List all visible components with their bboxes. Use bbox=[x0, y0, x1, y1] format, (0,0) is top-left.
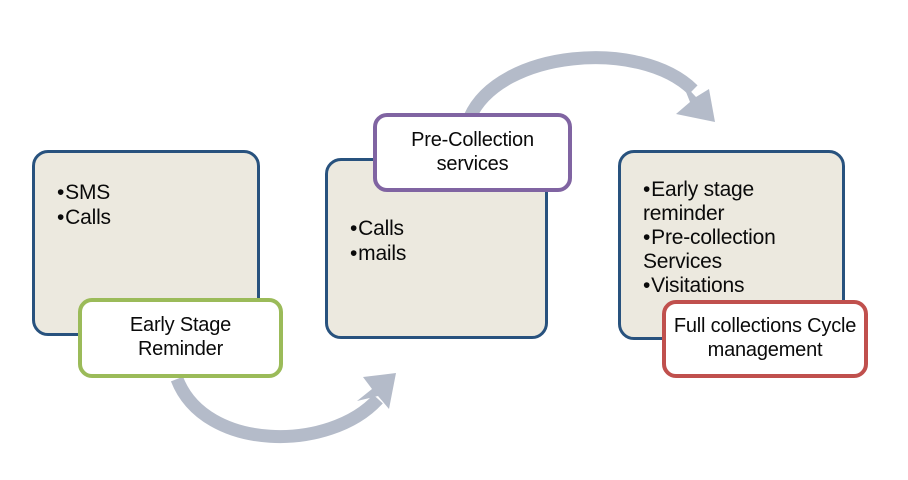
stage-2-list: Calls mails bbox=[350, 217, 545, 265]
stage-3-item-1: Early stage reminder bbox=[643, 178, 842, 225]
callout-pre-collection-services-label: Pre-Collection services bbox=[411, 128, 534, 175]
stage-2-item-1: Calls bbox=[350, 217, 545, 241]
callout-pre-collection-services[interactable]: Pre-Collection services bbox=[373, 113, 572, 192]
stage-3-item-2: Pre-collection Services bbox=[643, 226, 842, 273]
stage-1-item-2: Calls bbox=[57, 206, 257, 230]
callout-full-collections-cycle-label: Full collections Cycle management bbox=[673, 315, 857, 361]
arrow-stage1-to-stage2 bbox=[170, 373, 396, 444]
callout-full-collections-cycle[interactable]: Full collections Cycle management bbox=[662, 300, 868, 378]
callout-early-stage-reminder[interactable]: Early Stage Reminder bbox=[78, 298, 283, 378]
stage-1-item-1: SMS bbox=[57, 181, 257, 205]
stage-1-list: SMS Calls bbox=[57, 181, 257, 229]
stage-3-item-3: Visitations bbox=[643, 274, 842, 298]
stage-3-list: Early stage reminder Pre-collection Serv… bbox=[643, 178, 842, 298]
callout-early-stage-reminder-label: Early Stage Reminder bbox=[129, 314, 232, 360]
stage-2-item-2: mails bbox=[350, 242, 545, 266]
